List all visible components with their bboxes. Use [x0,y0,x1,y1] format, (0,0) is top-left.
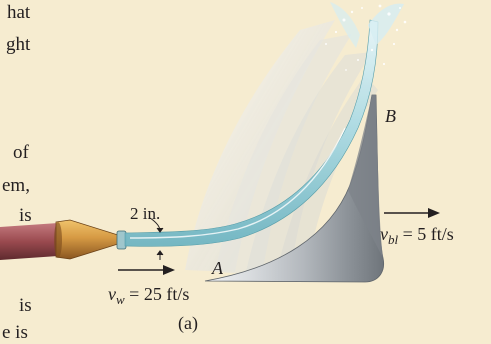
water-spray [325,4,407,71]
text-fragment-3: of [13,142,29,163]
point-a-label: A [211,258,224,278]
text-fragment-5: is [19,205,32,226]
nozzle [54,219,127,260]
text-fragment-2: ght [6,34,31,55]
curved-blade [204,94,385,283]
text-fragment-1: hat [7,2,31,23]
part-caption: (a) [178,313,198,334]
text-fragment-4: em, [2,175,30,196]
hose [0,223,61,260]
blade-velocity-arrow [384,208,440,218]
blade-velocity-label: vbl = 5 ft/s [380,224,454,247]
water-velocity-label: vw = 25 ft/s [108,284,189,307]
text-fragment-6: is [19,295,32,316]
fluid-jet-blade-diagram: 2 in. vw = 25 ft/s vbl = 5 ft/s A B (a) [0,2,454,334]
jet-diameter-label: 2 in. [130,204,160,223]
water-jet [124,2,404,247]
jet-diameter-dimension [149,217,164,260]
point-b-label: B [385,106,396,126]
water-velocity-arrow [118,265,175,275]
